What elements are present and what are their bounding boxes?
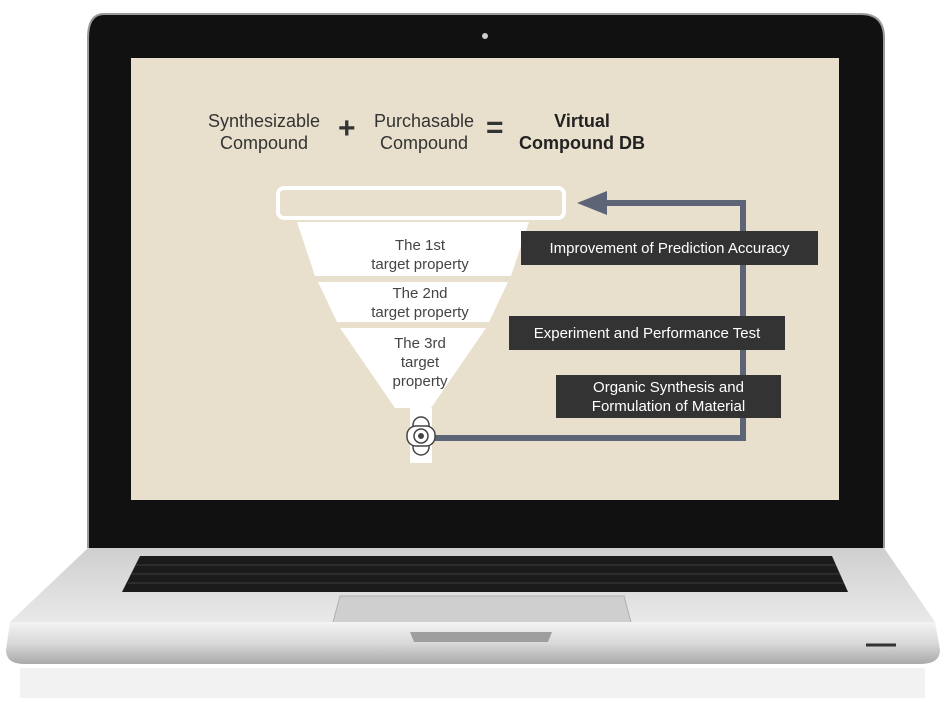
funnel-stage-3-label: The 3rd target property [392, 335, 448, 390]
step-experiment-performance-test: Experiment and Performance Test [509, 316, 785, 350]
plus-sign: + [338, 112, 356, 145]
camera-icon [482, 33, 488, 39]
screen [131, 58, 839, 500]
step-organic-synthesis-formulation: Organic Synthesis and Formulation of Mat… [556, 375, 781, 418]
funnel-stage-3 [340, 328, 486, 408]
step-improvement-prediction-accuracy: Improvement of Prediction Accuracy [521, 231, 818, 265]
equals-sign: = [486, 111, 504, 144]
funnel-rim [276, 186, 566, 220]
funnel-diagram [276, 186, 746, 463]
funnel-stage-2 [318, 282, 508, 322]
funnel-stage-1 [297, 222, 529, 276]
valve-icon [406, 416, 436, 456]
arrowhead-icon [577, 191, 607, 215]
funnel-stage-1-label: The 1st target property [371, 237, 469, 273]
virtual-compound-db-label: Virtual Compound DB [519, 111, 645, 153]
synthesizable-compound-label: Synthesizable Compound [207, 111, 321, 153]
funnel-stage-2-label: The 2nd target property [371, 285, 469, 321]
purchasable-compound-label: Purchasable Compound [373, 111, 475, 153]
